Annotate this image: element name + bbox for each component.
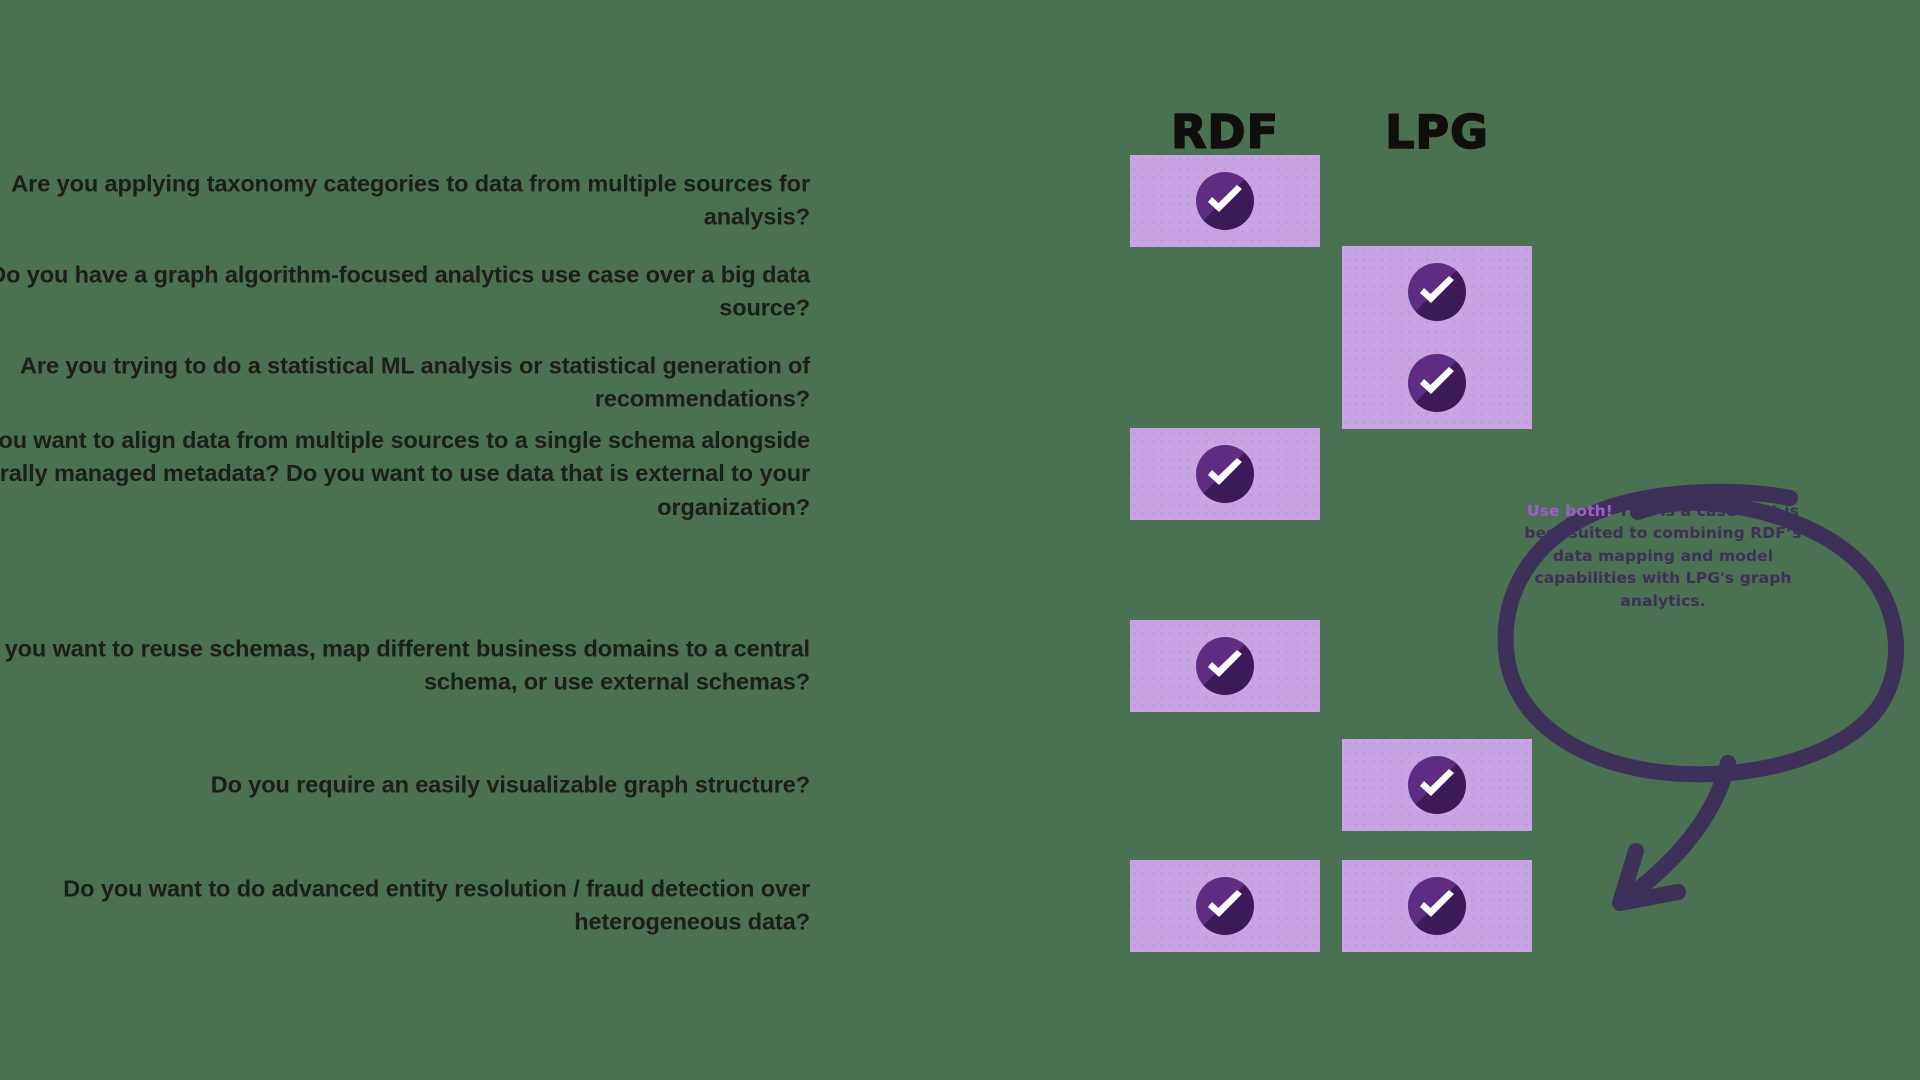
cell-lpg — [1342, 246, 1532, 338]
question-text: Do you want to reuse schemas, map differ… — [0, 635, 810, 695]
table-row: Do you want to reuse schemas, map differ… — [0, 620, 1920, 712]
cell-rdf — [1130, 337, 1320, 429]
cell-lpg — [1342, 428, 1532, 520]
question-text: Are you applying taxonomy categories to … — [11, 170, 810, 230]
question-text: Do you have a graph algorithm-focused an… — [0, 261, 810, 321]
annotation-highlight: Use both! — [1527, 502, 1613, 520]
check-circle-icon — [1196, 637, 1254, 695]
question-text: Do you want to do advanced entity resolu… — [63, 875, 810, 935]
check-circle-icon — [1408, 756, 1466, 814]
cell-rdf — [1130, 155, 1320, 247]
check-circle-icon — [1196, 445, 1254, 503]
cell-rdf — [1130, 739, 1320, 831]
question-text: Are you trying to do a statistical ML an… — [20, 352, 810, 412]
cell-lpg — [1342, 155, 1532, 247]
table-row: Do you require an easily visualizable gr… — [0, 739, 1920, 831]
cell-lpg — [1342, 739, 1532, 831]
cell-rdf — [1130, 246, 1320, 338]
cell-rdf — [1130, 428, 1320, 520]
table-row: Are you trying to do a statistical ML an… — [0, 337, 1920, 429]
check-circle-icon — [1408, 263, 1466, 321]
column-header-lpg: LPG — [1384, 104, 1489, 160]
table-row: Are you applying taxonomy categories to … — [0, 155, 1920, 247]
table-row: Do you want to align data from multiple … — [0, 427, 1920, 520]
annotation-text: Use both! This is a case that is best su… — [1508, 500, 1818, 612]
question-text: Do you want to align data from multiple … — [0, 426, 810, 520]
column-header-rdf: RDF — [1170, 104, 1280, 160]
check-circle-icon — [1196, 172, 1254, 230]
question-text: Do you require an easily visualizable gr… — [210, 771, 810, 798]
cell-rdf — [1130, 620, 1320, 712]
cell-lpg — [1342, 860, 1532, 952]
cell-lpg — [1342, 620, 1532, 712]
cell-rdf — [1130, 860, 1320, 952]
check-circle-icon — [1196, 877, 1254, 935]
table-row: Do you want to do advanced entity resolu… — [0, 860, 1920, 952]
check-circle-icon — [1408, 877, 1466, 935]
cell-lpg — [1342, 337, 1532, 429]
table-row: Do you have a graph algorithm-focused an… — [0, 246, 1920, 338]
check-circle-icon — [1408, 354, 1466, 412]
